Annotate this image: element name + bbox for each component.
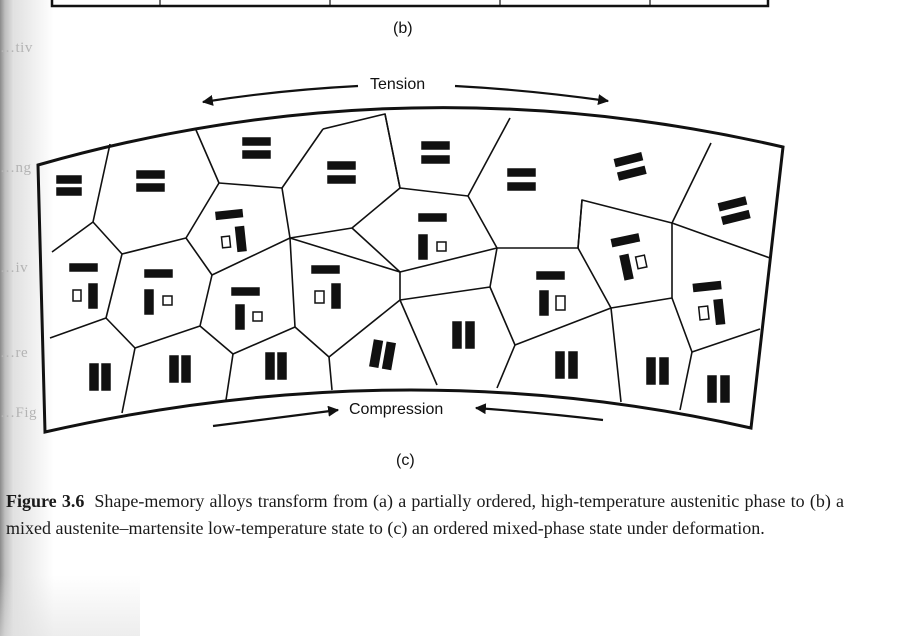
vertical-bar-pair	[646, 357, 669, 385]
bleed-through-text: …re	[0, 345, 29, 361]
tension-arrows	[201, 84, 610, 106]
mixed-phase-marker	[69, 263, 98, 309]
mixed-phase-marker	[418, 213, 447, 260]
vertical-bar-pair	[89, 363, 111, 391]
grain-boundaries	[49, 113, 771, 414]
vertical-bar-pair	[555, 351, 578, 379]
bleed-through-text: …tiv	[0, 40, 33, 56]
horizontal-bar-pair	[136, 170, 165, 192]
panel-c-label: (c)	[396, 452, 415, 469]
bleed-through-text: …iv	[0, 260, 29, 276]
phase-markers	[56, 137, 751, 403]
horizontal-bar-pair	[421, 141, 450, 164]
horizontal-bar-pair	[242, 137, 271, 159]
horizontal-bar-pair	[327, 161, 356, 184]
vertical-bar-pair	[265, 352, 287, 380]
mixed-phase-marker	[692, 280, 726, 326]
vertical-bar-pair	[707, 375, 730, 403]
horizontal-bar-pair	[507, 168, 536, 191]
mixed-phase-marker	[231, 287, 263, 330]
panel-b-label: (b)	[393, 20, 413, 37]
bleed-through-text: …Fig	[0, 405, 38, 421]
mixed-phase-marker	[311, 265, 341, 309]
vertical-bar-pair	[452, 321, 475, 349]
compression-label: Compression	[349, 401, 444, 418]
mixed-phase-marker	[144, 269, 173, 315]
tension-label: Tension	[370, 76, 426, 93]
page-bleed-shadow	[14, 0, 54, 636]
horizontal-bar-pair	[717, 196, 751, 226]
compression-arrows	[212, 403, 604, 428]
figure-number: Figure 3.6	[6, 491, 85, 511]
mixed-phase-marker	[610, 233, 648, 281]
bleed-through-text: …ng	[0, 160, 32, 176]
page-gutter-shadow	[0, 0, 14, 636]
panel-b-box-remnant	[50, 0, 770, 8]
page-bottom-shadow	[0, 575, 140, 636]
caption-text: Shape-memory alloys transform from (a) a…	[6, 491, 844, 538]
shape-memory-alloy-figure	[36, 0, 785, 434]
curved-block-outline	[36, 106, 785, 434]
mixed-phase-marker	[536, 271, 566, 316]
horizontal-bar-pair	[56, 175, 82, 196]
horizontal-bar-pair	[613, 152, 647, 181]
mixed-phase-marker	[215, 208, 247, 253]
vertical-bar-pair	[369, 339, 396, 371]
vertical-bar-pair	[169, 355, 191, 383]
